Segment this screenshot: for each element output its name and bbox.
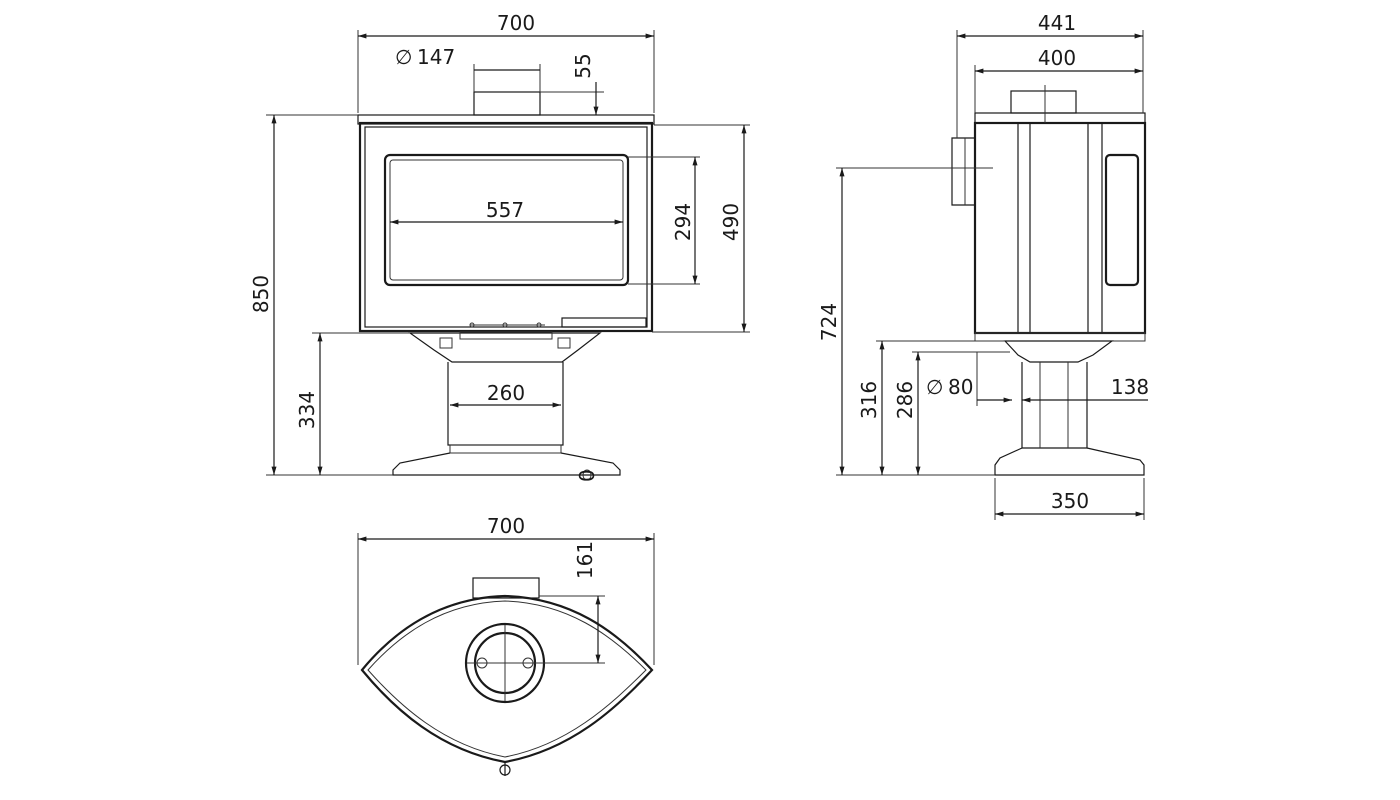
front-flue-collar bbox=[473, 91, 541, 116]
front-base-mark: 0 bbox=[575, 469, 599, 482]
front-total-height-label: 850 bbox=[249, 275, 273, 313]
side-air-inlet-inner-label: 286 bbox=[893, 381, 917, 419]
top-width-label: 700 bbox=[487, 514, 525, 538]
top-flue-collar bbox=[472, 577, 540, 599]
side-base bbox=[994, 447, 1145, 476]
front-control-strip bbox=[561, 317, 647, 328]
side-window bbox=[1104, 153, 1140, 287]
side-top-plate bbox=[974, 112, 1146, 124]
front-glass bbox=[383, 153, 630, 287]
side-total-depth-label: 441 bbox=[1038, 11, 1076, 35]
front-body bbox=[358, 121, 654, 333]
side-body-depth-label: 400 bbox=[1038, 46, 1076, 70]
side-flue-axis-height-label: 724 bbox=[817, 303, 841, 341]
front-glass-width-label: 557 bbox=[486, 198, 524, 222]
side-base-width-label: 350 bbox=[1051, 489, 1089, 513]
top-flue-offset-label: 161 bbox=[573, 541, 597, 579]
front-base bbox=[392, 452, 621, 476]
side-column bbox=[1021, 362, 1088, 449]
side-air-inlet-outer-label: 316 bbox=[857, 381, 881, 419]
top-outline bbox=[360, 594, 654, 764]
front-body-height-label: 490 bbox=[719, 203, 743, 241]
front-flue-diameter-label: 147 bbox=[417, 45, 455, 69]
side-rear-spigot bbox=[951, 137, 975, 206]
front-door bbox=[364, 126, 648, 328]
side-view: 441 400 724 316 286 ∅ 80 138 350 bbox=[817, 11, 1149, 520]
front-pedestal-bracket bbox=[408, 332, 602, 363]
top-view: 700 161 bbox=[357, 514, 655, 776]
front-glass-height-label: 294 bbox=[671, 203, 695, 241]
front-flue-diameter-symbol: ∅ bbox=[395, 45, 412, 69]
front-pedestal-height-label: 334 bbox=[295, 391, 319, 429]
front-flue-height-label: 55 bbox=[571, 53, 595, 78]
side-air-inlet-offset-label: 138 bbox=[1111, 375, 1149, 399]
front-column-width-label: 260 bbox=[487, 381, 525, 405]
front-view: 0 700 ∅ 147 55 557 294 490 850 bbox=[249, 11, 750, 482]
side-flue-collar bbox=[1010, 90, 1077, 114]
side-air-inlet-diameter-label: 80 bbox=[948, 375, 973, 399]
front-width-label: 700 bbox=[497, 11, 535, 35]
side-air-inlet-diameter-symbol: ∅ bbox=[926, 375, 943, 399]
